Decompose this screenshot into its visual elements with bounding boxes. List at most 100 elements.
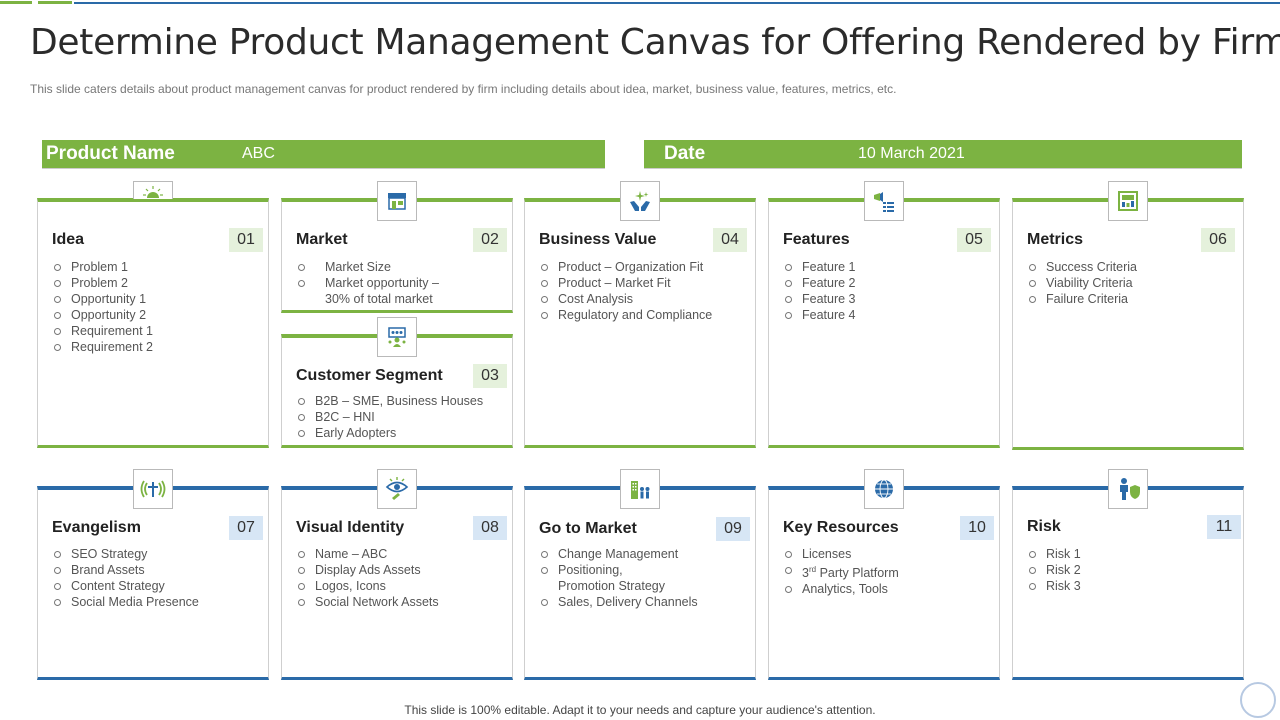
list-item: Early Adopters (296, 425, 483, 441)
list-item: Social Media Presence (52, 594, 199, 610)
footer-note: This slide is 100% editable. Adapt it to… (404, 703, 876, 717)
card-business-value: Business Value 04 Product – Organization… (524, 198, 756, 448)
superscript-number: 3 (802, 566, 809, 581)
list-item: Failure Criteria (1027, 291, 1137, 307)
card-number: 08 (473, 516, 507, 540)
item-list: Licenses 3rd Party Platform Analytics, T… (783, 546, 899, 597)
list-item: Positioning, (539, 562, 698, 578)
date-value[interactable]: 10 March 2021 (858, 145, 965, 162)
item-list: Change Management Positioning, Promotion… (539, 546, 698, 610)
list-item: B2B – SME, Business Houses (296, 393, 483, 409)
globe-icon (864, 469, 904, 509)
list-item: Change Management (539, 546, 698, 562)
superscript-suffix: rd (808, 565, 817, 574)
card-metrics: Metrics 06 Success Criteria Viability Cr… (1012, 198, 1244, 450)
item-list: Risk 1 Risk 2 Risk 3 (1027, 546, 1081, 594)
list-item: Problem 1 (52, 259, 153, 275)
card-number: 09 (716, 517, 750, 541)
list-item: Feature 3 (783, 291, 856, 307)
slide-nav-button[interactable] (1240, 682, 1276, 718)
card-number: 10 (960, 516, 994, 540)
store-icon (377, 181, 417, 221)
page-subtitle: This slide caters details about product … (30, 82, 897, 96)
card-title: Customer Segment (296, 367, 443, 384)
lightbulb-icon (133, 181, 173, 199)
card-title: Metrics (1027, 231, 1084, 248)
card-key-resources: Key Resources 10 Licenses 3rd Party Plat… (768, 486, 1000, 680)
card-title: Evangelism (52, 519, 141, 536)
list-item: Risk 1 (1027, 546, 1081, 562)
date-band: Date 10 March 2021 (644, 140, 1242, 168)
card-features: Features 05 Feature 1 Feature 2 Feature … (768, 198, 1000, 448)
list-item: Feature 2 (783, 275, 856, 291)
list-item: Promotion Strategy (558, 579, 665, 593)
list-item: 3rd Party Platform (783, 562, 899, 581)
divider (42, 168, 605, 169)
item-list: Name – ABC Display Ads Assets Logos, Ico… (296, 546, 439, 610)
card-title: Key Resources (783, 519, 899, 536)
list-item: B2C – HNI (296, 409, 483, 425)
list-item: Market Size (296, 259, 439, 275)
list-item: Product – Market Fit (539, 275, 712, 291)
item-list: Problem 1 Problem 2 Opportunity 1 Opport… (52, 259, 153, 355)
item-list: Feature 1 Feature 2 Feature 3 Feature 4 (783, 259, 856, 323)
broadcast-cross-icon (133, 469, 173, 509)
city-people-icon (620, 469, 660, 509)
list-item: Logos, Icons (296, 578, 439, 594)
card-title: Go to Market (539, 520, 637, 537)
list-item: Risk 3 (1027, 578, 1081, 594)
list-item: Name – ABC (296, 546, 439, 562)
list-item: Sales, Delivery Channels (539, 594, 698, 610)
card-title: Visual Identity (296, 519, 405, 536)
card-title: Risk (1027, 518, 1061, 535)
item-list: B2B – SME, Business Houses B2C – HNI Ear… (296, 393, 483, 441)
list-item: Feature 1 (783, 259, 856, 275)
card-title: Market (296, 231, 348, 248)
card-go-to-market: Go to Market 09 Change Management Positi… (524, 486, 756, 680)
accent-bar-green-2 (38, 1, 72, 4)
list-item: Analytics, Tools (783, 581, 899, 597)
card-title: Features (783, 231, 850, 248)
card-risk: Risk 11 Risk 1 Risk 2 Risk 3 (1012, 486, 1244, 680)
card-title: Idea (52, 231, 85, 248)
list-item: Opportunity 2 (52, 307, 153, 323)
item-list: SEO Strategy Brand Assets Content Strate… (52, 546, 199, 610)
list-item: Viability Criteria (1027, 275, 1137, 291)
list-item-text: Party Platform (819, 566, 899, 581)
card-idea: Idea 01 Problem 1 Problem 2 Opportunity … (37, 198, 269, 448)
list-item: Content Strategy (52, 578, 199, 594)
list-item: Requirement 2 (52, 339, 153, 355)
person-shield-icon (1108, 469, 1148, 509)
item-list: Market Size Market opportunity – 30% of … (296, 259, 439, 307)
list-item: 30% of total market (325, 292, 433, 306)
hands-sparkle-icon (620, 181, 660, 221)
presentation-icon (377, 317, 417, 357)
list-item: SEO Strategy (52, 546, 199, 562)
card-number: 04 (713, 228, 747, 252)
list-item: Cost Analysis (539, 291, 712, 307)
list-item: Regulatory and Compliance (539, 307, 712, 323)
list-item: Problem 2 (52, 275, 153, 291)
card-visual-identity: Visual Identity 08 Name – ABC Display Ad… (281, 486, 513, 680)
megaphone-list-icon (864, 181, 904, 221)
eye-icon (377, 469, 417, 509)
product-name-value[interactable]: ABC (242, 145, 275, 162)
list-item: Requirement 1 (52, 323, 153, 339)
list-item: Product – Organization Fit (539, 259, 712, 275)
product-name-label: Product Name (46, 143, 175, 164)
card-title: Business Value (539, 231, 657, 248)
product-name-band: Product Name ABC (42, 140, 605, 168)
item-list: Success Criteria Viability Criteria Fail… (1027, 259, 1137, 307)
card-number: 11 (1207, 515, 1241, 539)
card-number: 07 (229, 516, 263, 540)
accent-bar-blue (74, 2, 1280, 4)
card-number: 05 (957, 228, 991, 252)
item-list: Product – Organization Fit Product – Mar… (539, 259, 712, 323)
accent-bar-green-1 (0, 1, 32, 4)
card-number: 03 (473, 364, 507, 388)
list-item: Success Criteria (1027, 259, 1137, 275)
dashboard-icon (1108, 181, 1148, 221)
list-item: Social Network Assets (296, 594, 439, 610)
list-item: Display Ads Assets (296, 562, 439, 578)
card-evangelism: Evangelism 07 SEO Strategy Brand Assets … (37, 486, 269, 680)
